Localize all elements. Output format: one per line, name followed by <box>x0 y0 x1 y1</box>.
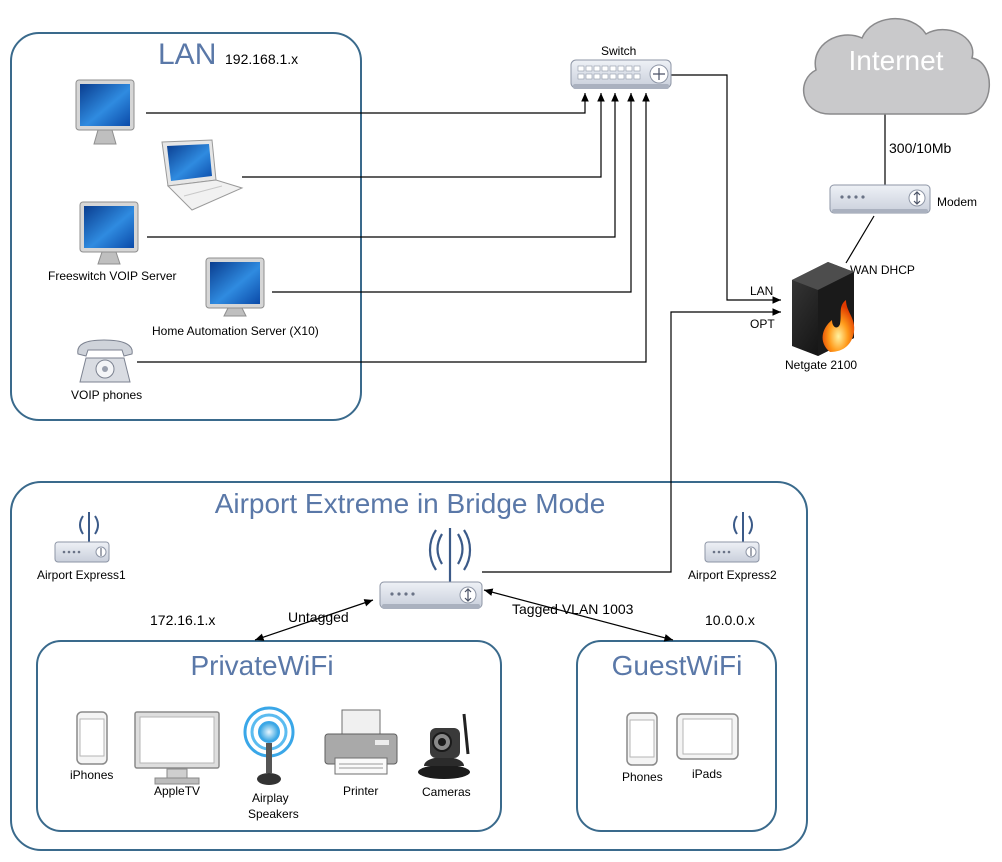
switch-icon <box>570 59 672 89</box>
airport-extreme-router-icon <box>379 528 483 609</box>
desktop-computer-icon <box>75 79 135 145</box>
home-automation-label: Home Automation Server (X10) <box>152 324 319 338</box>
internet-speed-label: 300/10Mb <box>889 140 951 156</box>
cameras-label: Cameras <box>422 785 471 799</box>
lan-title: LAN <box>158 38 216 71</box>
printer-icon <box>324 709 398 775</box>
private-subnet-label: 172.16.1.x <box>150 612 215 628</box>
iphone-icon <box>76 711 108 765</box>
ipad-icon <box>676 713 739 760</box>
internet-cloud: Internet <box>802 18 991 115</box>
voip-phone-icon <box>77 339 133 383</box>
airport-express-1-icon <box>54 512 110 563</box>
guest-wifi-box <box>576 640 777 832</box>
switch-label: Switch <box>601 44 636 58</box>
freeswitch-label: Freeswitch VOIP Server <box>48 269 176 283</box>
ipads-label: iPads <box>692 767 722 781</box>
wiring <box>137 74 886 642</box>
airplay-speaker-icon <box>243 706 295 785</box>
modem-icon <box>829 184 931 214</box>
guest-wifi-title: GuestWiFi <box>612 650 743 681</box>
tagged-vlan-label: Tagged VLAN 1003 <box>512 601 634 617</box>
appletv-icon <box>134 711 220 785</box>
firewall-lan-port-label: LAN <box>750 284 773 298</box>
lan-subnet: 192.168.1.x <box>225 51 298 67</box>
voip-phones-label: VOIP phones <box>71 388 142 402</box>
printer-label: Printer <box>343 784 378 798</box>
airport-express-2-icon <box>704 512 760 563</box>
wan-dhcp-label: WAN DHCP <box>850 263 915 277</box>
lan-group-box <box>10 32 362 421</box>
firewall-label: Netgate 2100 <box>785 358 857 372</box>
firewall-opt-port-label: OPT <box>750 317 775 331</box>
firewall-icon <box>792 262 855 356</box>
airport-title: Airport Extreme in Bridge Mode <box>215 488 606 519</box>
freeswitch-server-icon <box>79 201 139 265</box>
untagged-label: Untagged <box>288 609 349 625</box>
guest-subnet-label: 10.0.0.x <box>705 612 755 628</box>
airplay-label-line1: Airplay <box>252 791 289 805</box>
internet-label: Internet <box>849 45 944 76</box>
home-automation-server-icon <box>205 257 265 317</box>
laptop-icon <box>161 139 244 211</box>
airport-express-2-label: Airport Express2 <box>688 568 777 582</box>
guest-phone-icon <box>626 712 658 766</box>
airport-group-box <box>10 481 808 851</box>
camera-icon <box>418 713 470 779</box>
airplay-label-line2: Speakers <box>248 807 299 821</box>
guest-phones-label: Phones <box>622 770 663 784</box>
private-wifi-box <box>36 640 502 832</box>
private-wifi-title: PrivateWiFi <box>190 650 333 681</box>
iphones-label: iPhones <box>70 768 113 782</box>
appletv-label: AppleTV <box>154 784 200 798</box>
airport-express-1-label: Airport Express1 <box>37 568 126 582</box>
modem-label: Modem <box>937 195 977 209</box>
